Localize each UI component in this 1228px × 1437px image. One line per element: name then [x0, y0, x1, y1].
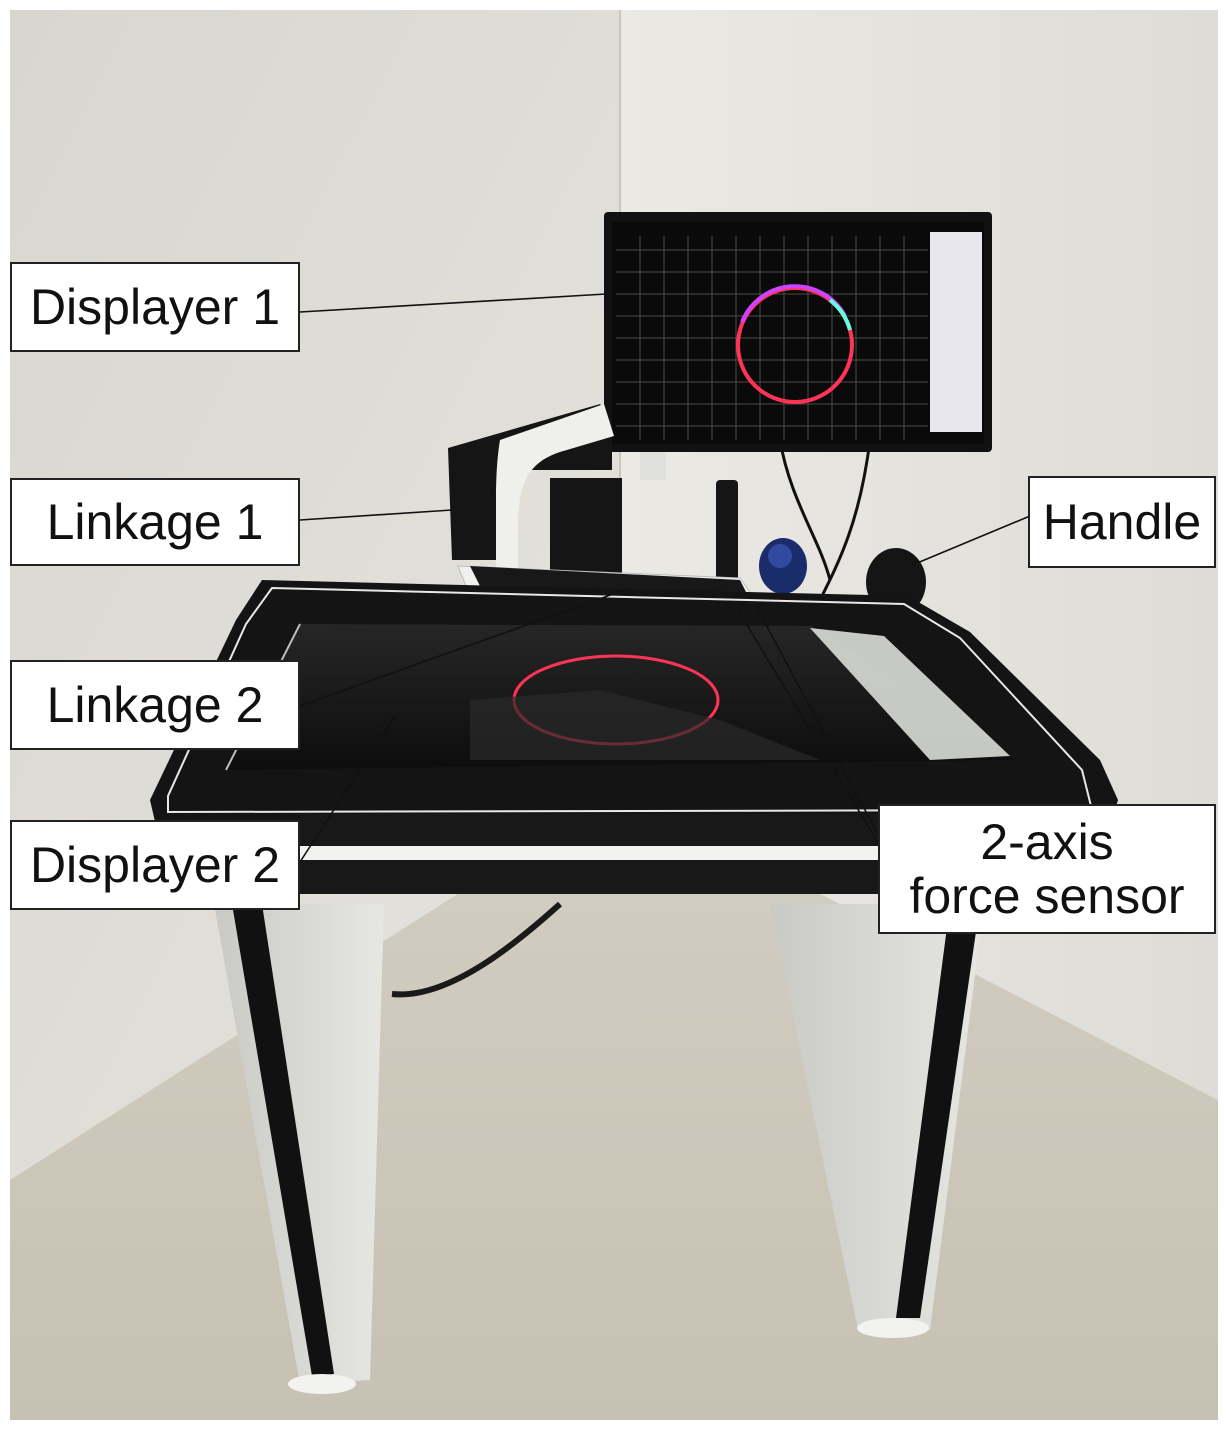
vertical-shaft — [716, 480, 738, 590]
cable — [818, 439, 872, 601]
label-linkage-1-text: Linkage 1 — [46, 494, 264, 550]
linkage-1-white-cover — [496, 404, 614, 572]
monitor-side-panel — [930, 232, 982, 432]
leader-line-sensor-1 — [755, 605, 881, 839]
left-leg-stripe — [232, 904, 334, 1376]
label-linkage-2: Linkage 2 — [10, 660, 300, 750]
cable — [778, 439, 832, 581]
right-leg-stripe — [896, 904, 980, 1318]
table-apron-stripe — [300, 846, 880, 860]
table-screen-side-panel — [810, 628, 1010, 760]
power-cable — [391, 901, 563, 998]
leader-line-sensor-2 — [737, 609, 881, 847]
label-force-sensor: 2-axis force sensor — [878, 804, 1216, 934]
label-handle-text: Handle — [1042, 494, 1202, 550]
label-force-sensor-line-1: 2-axis — [980, 814, 1114, 870]
monitor-screen — [612, 222, 984, 444]
lower-linkage-shadow — [470, 690, 820, 760]
leader-lines — [299, 293, 1031, 863]
label-displayer-2: Displayer 2 — [10, 820, 300, 910]
trajectory-cyan-segment — [828, 298, 852, 331]
label-displayer-1-text: Displayer 1 — [29, 279, 281, 335]
leader-line-handle — [909, 515, 1031, 567]
screen-grid — [616, 236, 928, 440]
handle-knob-highlight — [768, 544, 792, 568]
leader-line-displayer-2 — [299, 713, 397, 863]
linkage-2-top-strip — [470, 566, 748, 596]
label-linkage-1: Linkage 1 — [10, 478, 300, 566]
right-foot — [857, 1318, 929, 1338]
label-displayer-1: Displayer 1 — [10, 262, 300, 352]
label-displayer-2-text: Displayer 2 — [29, 837, 281, 893]
label-force-sensor-line-2: force sensor — [909, 868, 1185, 924]
leader-line-linkage-1 — [299, 509, 453, 521]
left-foot — [288, 1374, 356, 1394]
label-linkage-2-text: Linkage 2 — [46, 677, 264, 733]
leader-line-displayer-1 — [299, 293, 607, 313]
leader-line-linkage-2 — [299, 587, 631, 707]
label-handle: Handle — [1028, 476, 1216, 568]
